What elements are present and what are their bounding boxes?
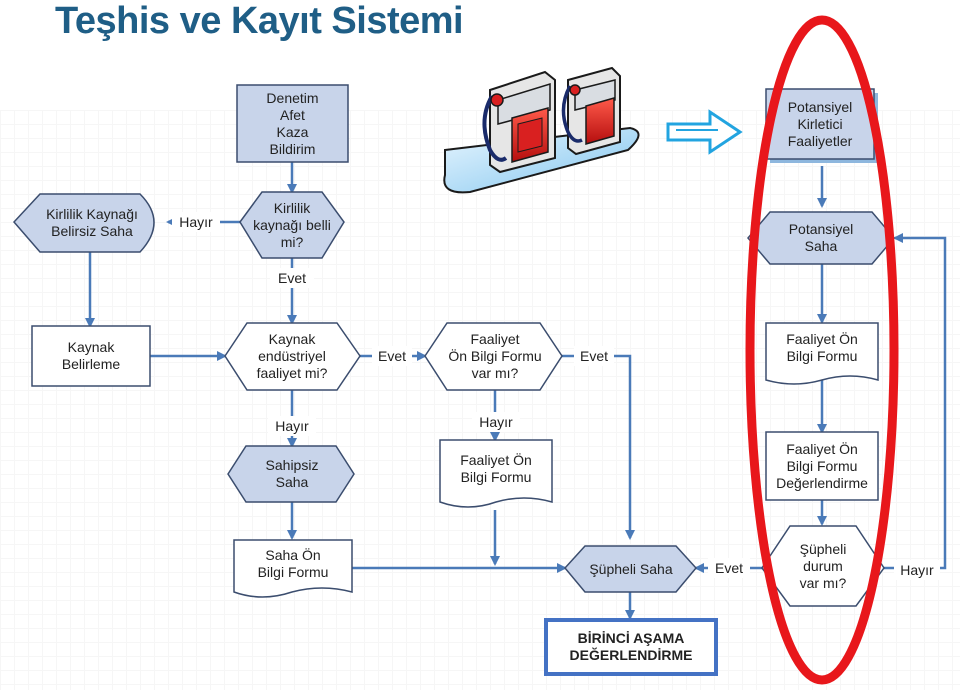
sahipsiz-saha-shape — [227, 445, 355, 503]
faaliyet-degerlendirme-label: Faaliyet Ön Bilgi Formu Değerlendirme — [776, 440, 868, 491]
faaliyet-var-mi-label: Faaliyet Ön Bilgi Formu var mı? — [448, 331, 542, 381]
faaliyet-formu-right-label: Faaliyet Ön Bilgi Formu — [786, 331, 858, 364]
saha-form-shape — [233, 539, 353, 598]
supheli-saha-label: Şüpheli Saha — [589, 560, 673, 577]
kirlilik-belli-label: Kirlilik kaynağı belli mi? — [253, 199, 331, 250]
saha-on-bilgi-label: Saha Ön Bilgi Formu — [257, 547, 329, 580]
kaynak-belirleme-label: Kaynak Belirleme — [61, 339, 121, 372]
edge-label-hayir-4: Hayır — [894, 560, 940, 580]
edge-label-evet-3: Evet — [574, 346, 614, 366]
belirsiz-saha-shape — [12, 193, 155, 253]
faaliyet-formu-mid-label: Faaliyet Ön Bilgi Formu — [460, 452, 532, 485]
double-arrow-icon — [666, 109, 743, 155]
page-title: Teşhis ve Kayıt Sistemi — [55, 0, 464, 42]
potansiyel-kirletici-label: Potansiyel Kirletici Faaliyetler — [787, 98, 853, 149]
supheli-saha-shape — [564, 545, 697, 593]
kaynak-endustriyel-label: Kaynak endüstriyel faaliyet mi? — [256, 331, 328, 381]
edge-label-hayir-2: Hayır — [268, 416, 316, 436]
sahipsiz-saha-label: Sahipsiz Saha — [265, 457, 319, 490]
kirlilik-decision-shape — [239, 191, 345, 259]
supheli-durum-label: Şüpheli durum var mı? — [799, 540, 847, 591]
supheli-durum-shape — [761, 525, 885, 607]
fuel-pump-icon — [443, 66, 640, 194]
kaynak-belirleme-box — [31, 325, 151, 387]
degerlendirme-box — [765, 431, 879, 501]
endustriyel-decision-shape — [224, 322, 361, 391]
arrow-evet-to-supheli — [562, 354, 635, 540]
birinci-asama-label: BİRİNCİ AŞAMA DEĞERLENDİRME — [569, 630, 693, 663]
edge-label-hayir-3: Hayır — [472, 412, 520, 432]
edge-label-evet-4: Evet — [708, 558, 750, 578]
edge-label-hayir-1: Hayır — [172, 212, 220, 232]
highlight-ellipse — [745, 15, 899, 685]
edge-label-evet-1: Evet — [270, 268, 314, 288]
faaliyet-form-mid-shape — [439, 439, 553, 508]
birinci-asama-box — [544, 618, 718, 676]
potansiyel-saha-label: Potansiyel Saha — [788, 221, 854, 254]
faaliyet-form-right-shape — [765, 322, 879, 385]
edge-label-evet-2: Evet — [372, 346, 412, 366]
kirlilik-belirsiz-label: Kirlilik Kaynağı Belirsiz Saha — [46, 206, 138, 239]
denetim-box — [236, 84, 349, 163]
faaliyet-decision-shape — [424, 322, 563, 391]
denetim-label: Denetim Afet Kaza Bildirim — [266, 89, 319, 157]
